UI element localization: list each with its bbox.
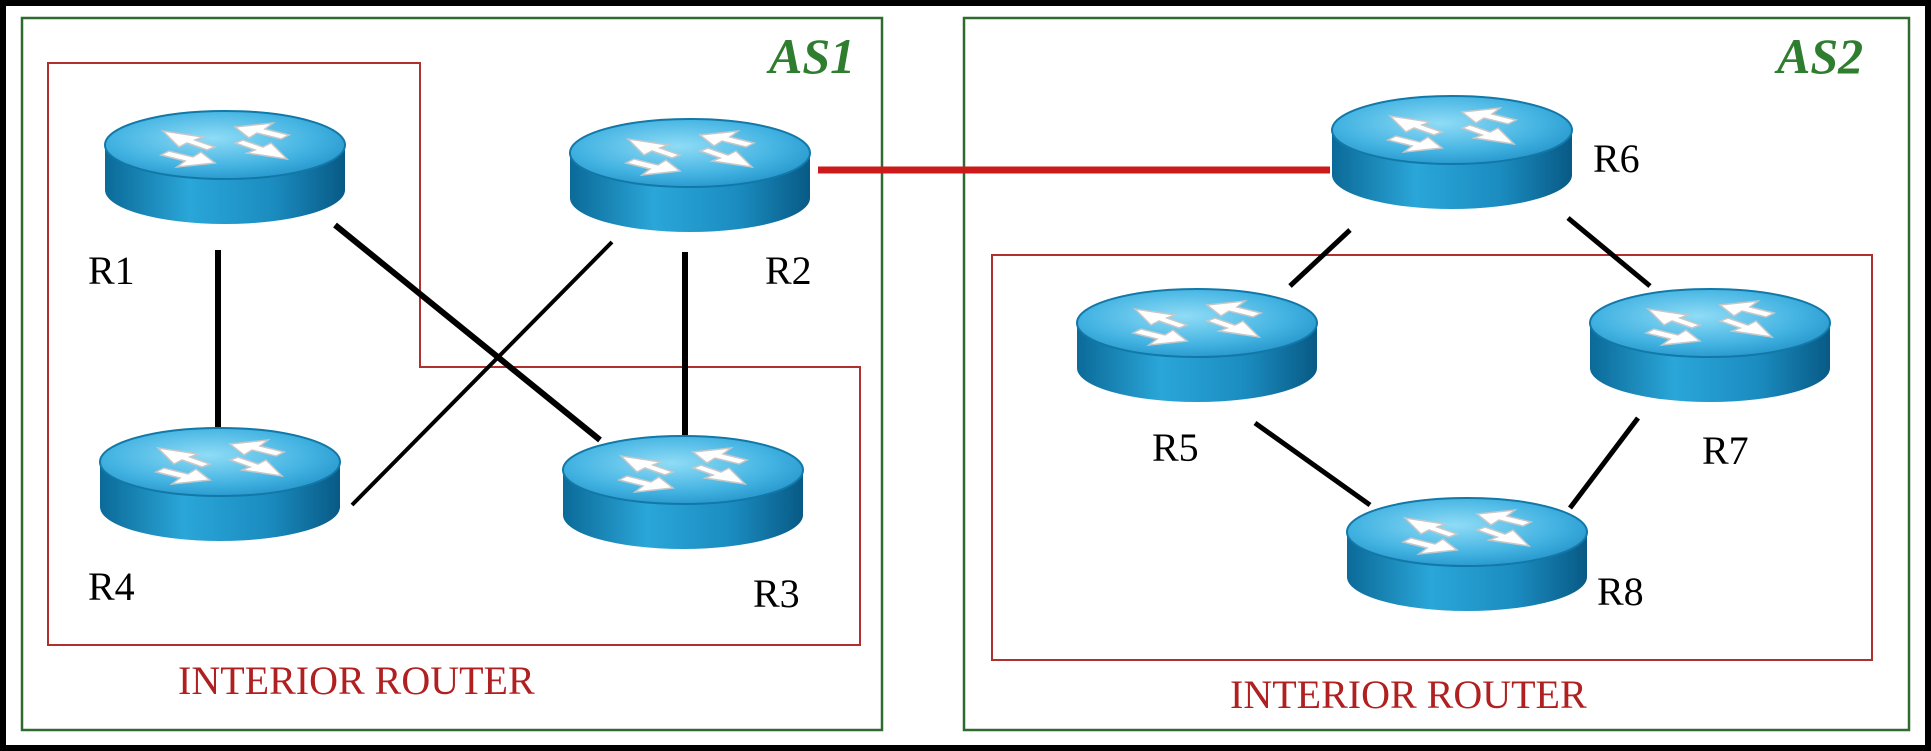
router-label: R8 <box>1597 569 1644 614</box>
router-label: R5 <box>1152 425 1199 470</box>
link-r6-r5 <box>1288 228 1352 288</box>
router-icon <box>1331 95 1573 210</box>
router-icon <box>99 427 341 542</box>
as2-boundary <box>962 16 1911 732</box>
as1-interior-region <box>47 62 861 646</box>
router-label: R4 <box>88 564 135 609</box>
link-r2-r4 <box>350 240 614 507</box>
router-r5: R5 <box>1076 288 1318 470</box>
link-r7-r8 <box>1568 416 1640 510</box>
as1-interior-label: INTERIOR ROUTER <box>178 658 535 703</box>
as2-label: AS2 <box>1774 28 1863 84</box>
router-r8: R8 <box>1346 497 1644 614</box>
router-label: R2 <box>765 248 812 293</box>
as1-label: AS1 <box>766 28 855 84</box>
router-r3: R3 <box>562 435 804 616</box>
router-label: R1 <box>88 248 135 293</box>
link-r6-r7 <box>1566 216 1652 288</box>
router-label: R6 <box>1593 136 1640 181</box>
router-icon <box>1346 497 1588 612</box>
router-r2: R2 <box>569 118 812 293</box>
router-icon <box>569 118 811 233</box>
router-r7: R7 <box>1589 288 1831 473</box>
router-icon <box>1589 288 1831 403</box>
as1-boundary <box>20 16 884 732</box>
links-layer <box>215 166 1652 510</box>
link-r5-r8 <box>1253 420 1372 508</box>
router-label: R3 <box>753 571 800 616</box>
router-label: R7 <box>1702 428 1749 473</box>
router-icon <box>104 110 346 225</box>
router-r1: R1 <box>88 110 346 293</box>
link-r1-r3 <box>333 222 602 443</box>
router-r4: R4 <box>88 427 341 609</box>
router-icon <box>562 435 804 550</box>
router-r6: R6 <box>1331 95 1640 210</box>
as2-interior-region <box>991 254 1873 661</box>
as2-interior-label: INTERIOR ROUTER <box>1230 672 1587 717</box>
router-icon <box>1076 288 1318 403</box>
